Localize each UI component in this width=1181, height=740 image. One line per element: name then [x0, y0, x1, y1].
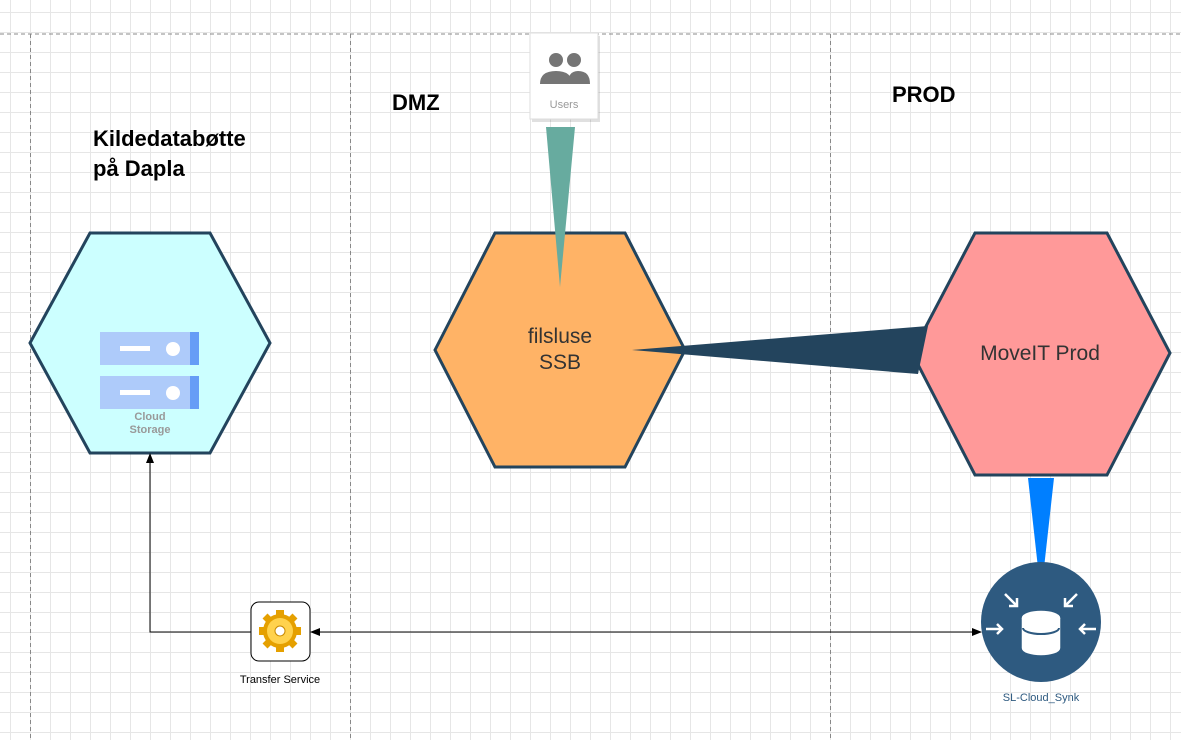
users-icon: [540, 53, 590, 84]
zone-label-prod: PROD: [892, 82, 956, 107]
transfer-service-node[interactable]: [250, 601, 311, 662]
zone-label-source: Kildedatabøtte på Dapla: [93, 126, 246, 181]
users-card[interactable]: [529, 32, 600, 122]
filsluse-label: filsluse SSB: [527, 325, 593, 374]
gear-icon: [259, 610, 301, 652]
users-label: Users: [549, 99, 579, 111]
moveit-label: MoveIT Prod: [980, 342, 1100, 365]
moveit-synk-link: [1028, 478, 1054, 595]
moveit-filsluse-link: [632, 326, 928, 374]
transfer-arrowhead: [310, 628, 320, 636]
zone-label-dmz: DMZ: [392, 90, 440, 115]
transfer-service-label: Transfer Service: [239, 674, 321, 686]
cloud-storage-label: Cloud Storage: [129, 411, 171, 436]
transfer-to-storage-connector: [149, 460, 251, 633]
moveit-hexagon[interactable]: [910, 231, 1172, 477]
sl-cloud-synk-label: SL-Cloud_Synk: [1002, 692, 1080, 704]
sl-cloud-synk-node[interactable]: [981, 562, 1101, 682]
storage-arrowhead: [146, 453, 154, 463]
cloud-storage-icon: [100, 332, 199, 409]
database-sync-icon: [986, 593, 1096, 656]
users-filsluse-link: [546, 127, 575, 287]
synk-arrowhead: [972, 628, 982, 636]
